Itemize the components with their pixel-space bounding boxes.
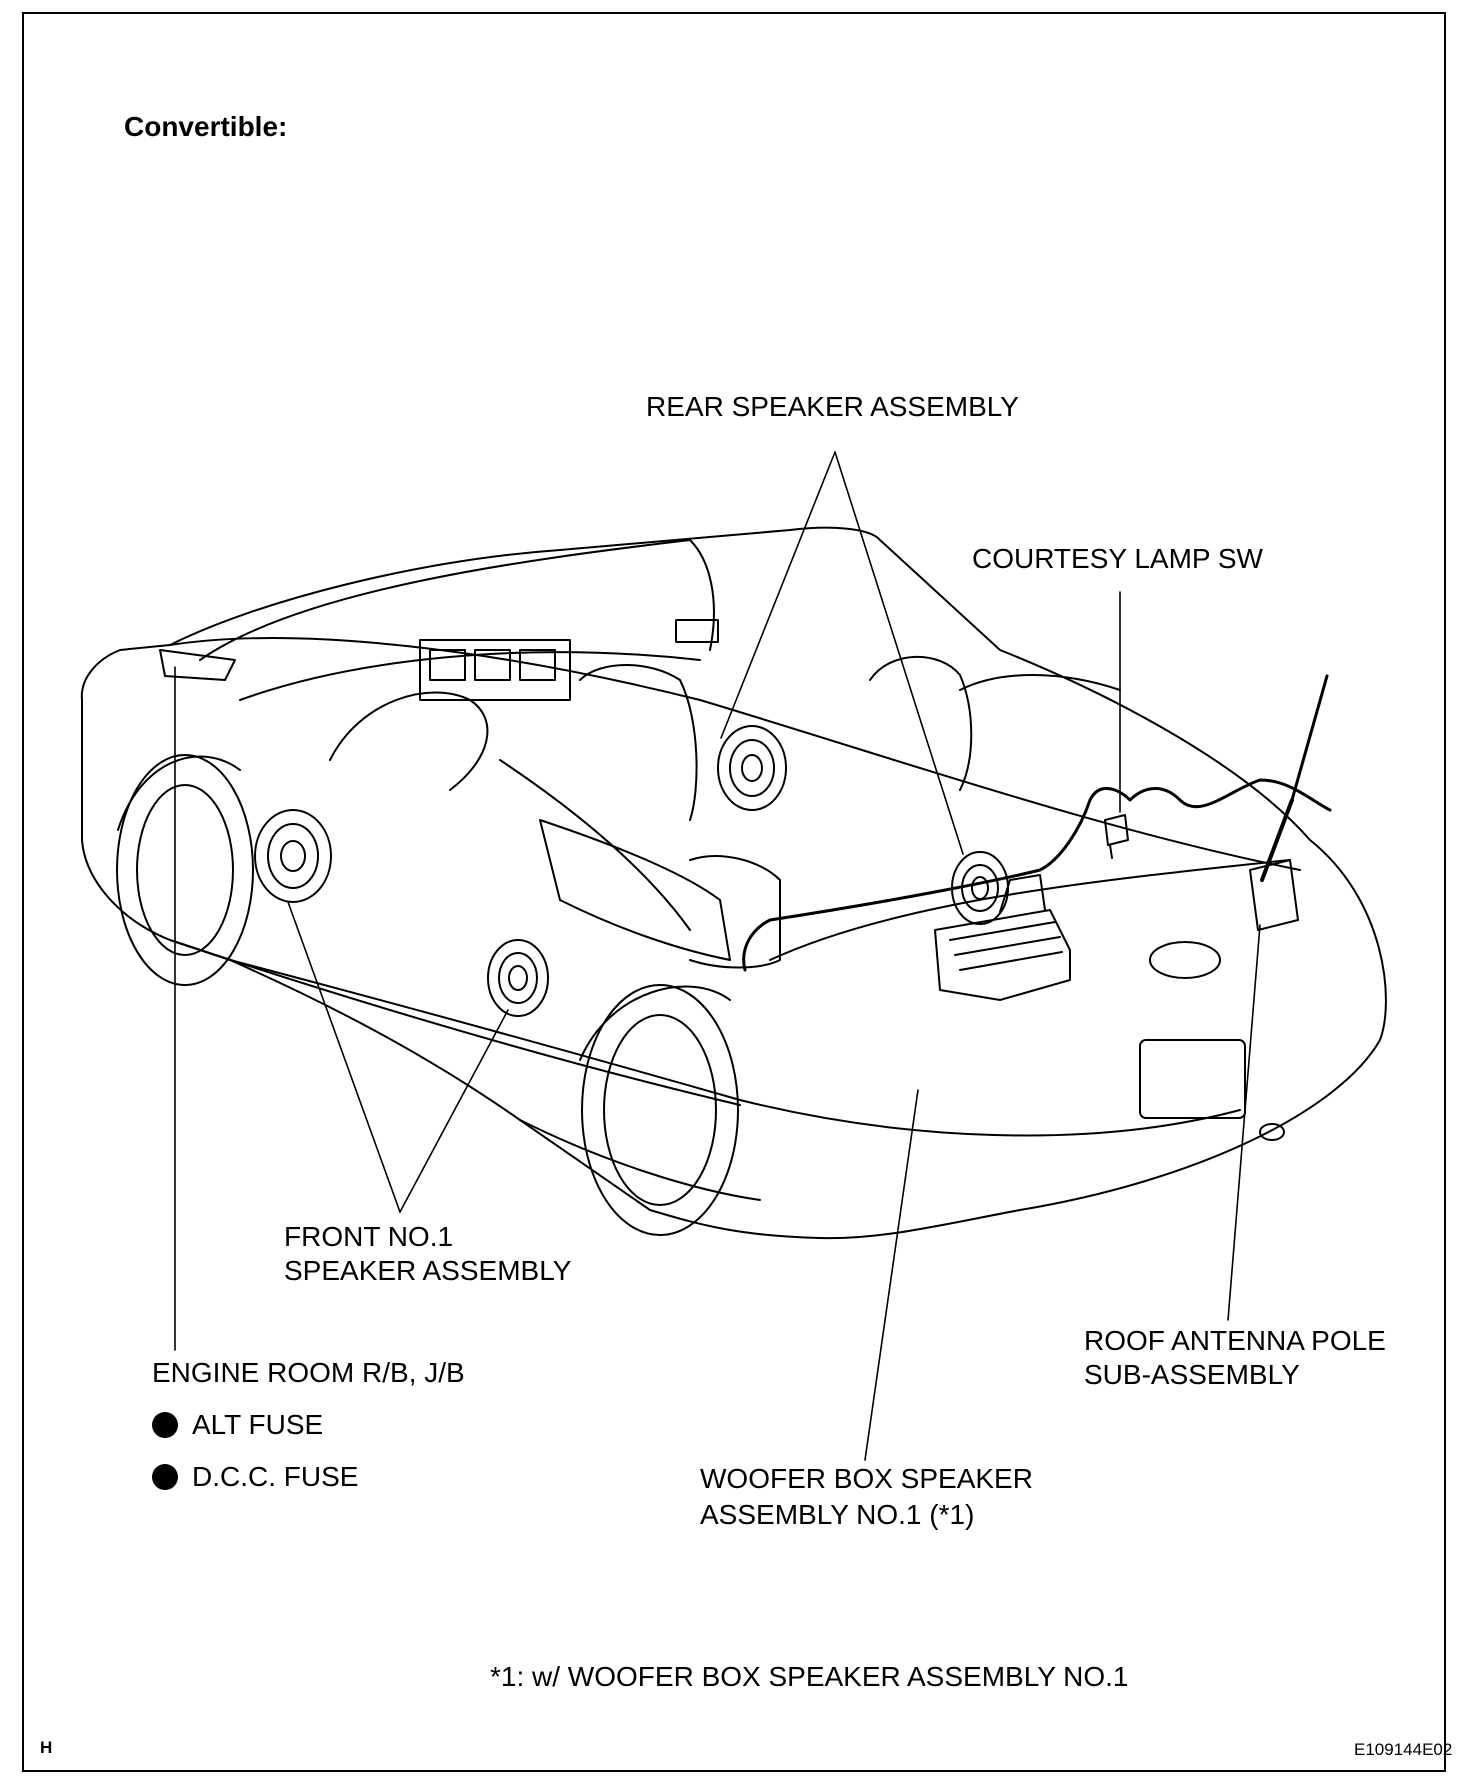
car-body-outline xyxy=(80,526,1387,1240)
courtesy-lamp-sw-label: COURTESY LAMP SW xyxy=(972,543,1263,574)
front-speaker-label-line2: SPEAKER ASSEMBLY xyxy=(284,1255,572,1286)
dcc-fuse-item: D.C.C. FUSE xyxy=(152,1460,358,1494)
woofer-label-line2: ASSEMBLY NO.1 (*1) xyxy=(700,1499,975,1530)
roof-antenna-label-line2: SUB-ASSEMBLY xyxy=(1084,1359,1300,1390)
bullet-icon xyxy=(152,1464,178,1490)
footnote: *1: w/ WOOFER BOX SPEAKER ASSEMBLY NO.1 xyxy=(490,1661,1129,1692)
front-speaker-right xyxy=(487,939,549,1017)
bullet-icon xyxy=(152,1412,178,1438)
front-speaker-label-line1: FRONT NO.1 xyxy=(284,1221,454,1252)
windshield-and-dashboard xyxy=(159,539,719,791)
roof-antenna xyxy=(1249,674,1329,931)
rear-speaker-left xyxy=(717,725,787,811)
leader-lines xyxy=(174,451,1261,1461)
seats-and-interior xyxy=(499,655,1121,969)
dcc-fuse-label: D.C.C. FUSE xyxy=(192,1461,359,1492)
alt-fuse-item: ALT FUSE xyxy=(152,1408,323,1442)
figure-border xyxy=(22,12,1446,1772)
wiring-harness xyxy=(742,778,1332,972)
section-heading: Convertible: xyxy=(124,111,288,142)
trunk-and-license-plate xyxy=(769,859,1291,1141)
rear-speaker-label: REAR SPEAKER ASSEMBLY xyxy=(646,391,1019,422)
alt-fuse-label: ALT FUSE xyxy=(192,1409,324,1440)
rear-wheel xyxy=(579,984,739,1236)
figure-code: E109144E02 xyxy=(1354,1740,1453,1759)
woofer-label-line1: WOOFER BOX SPEAKER xyxy=(700,1463,1033,1494)
front-wheel xyxy=(116,754,254,986)
woofer-box xyxy=(934,874,1071,1001)
corner-letter: H xyxy=(40,1738,53,1757)
roof-antenna-label-line1: ROOF ANTENNA POLE xyxy=(1084,1325,1386,1356)
engine-room-label: ENGINE ROOM R/B, J/B xyxy=(152,1357,465,1388)
courtesy-lamp-switch xyxy=(1104,814,1129,859)
front-speaker-left xyxy=(254,809,332,903)
